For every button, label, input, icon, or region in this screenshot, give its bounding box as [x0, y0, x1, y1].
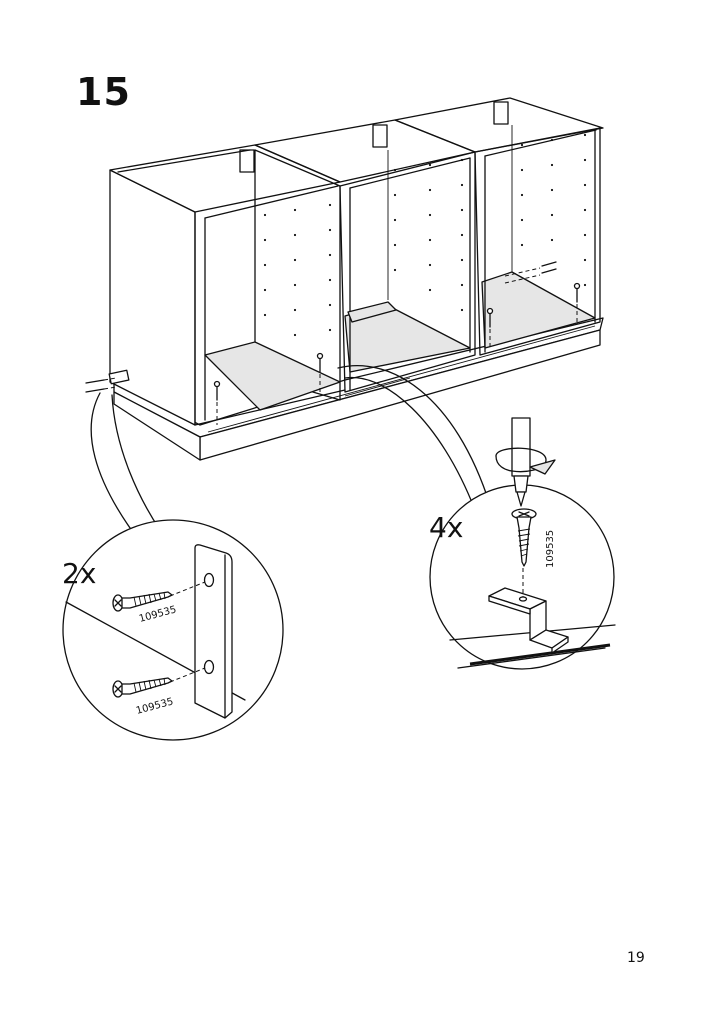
- shelf-pin-holes: [263, 133, 587, 337]
- side-screws-right: [504, 261, 557, 284]
- middle-cabinet: [254, 119, 476, 393]
- left-cabinet: [109, 144, 346, 426]
- screw-bottom-left: [112, 677, 173, 698]
- floor-screws: [213, 282, 581, 425]
- left-callout: 2x 109535 109535: [62, 392, 284, 741]
- screw-vertical: [511, 508, 537, 567]
- right-callout: 4x 109535: [337, 364, 616, 670]
- right-cabinet: [394, 97, 604, 356]
- screw-top-left: [112, 591, 173, 612]
- screwdriver-icon: [495, 417, 556, 507]
- left-bracket-screws: [85, 369, 130, 393]
- page-number: 19: [627, 950, 645, 966]
- right-callout-part-code: 109535: [545, 530, 556, 568]
- cabinet-assembly: [85, 97, 604, 461]
- z-bracket: [488, 568, 569, 654]
- left-callout-quantity: 2x: [62, 557, 96, 590]
- step-number: 15: [76, 70, 131, 114]
- right-callout-quantity: 4x: [429, 511, 463, 544]
